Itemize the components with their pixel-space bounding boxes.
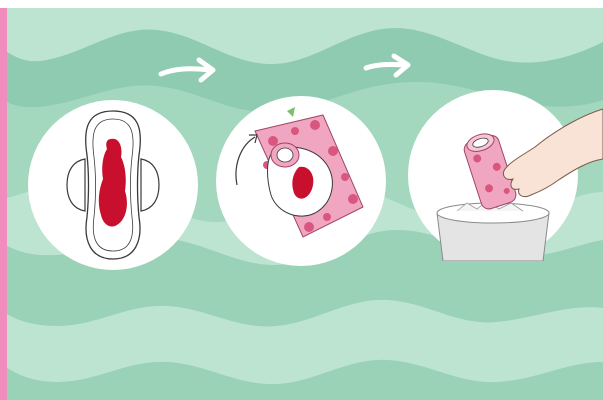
right-arrow-icon: [362, 52, 414, 84]
top-margin: [0, 0, 603, 8]
right-arrow-icon: [157, 56, 219, 88]
step-3-hand-dropping-pad-in-bin-icon: [407, 89, 579, 261]
step-2-rolling-pad-in-wrapper-icon: [215, 95, 387, 267]
step-1-unwrapped-used-pad-icon: [27, 99, 199, 271]
